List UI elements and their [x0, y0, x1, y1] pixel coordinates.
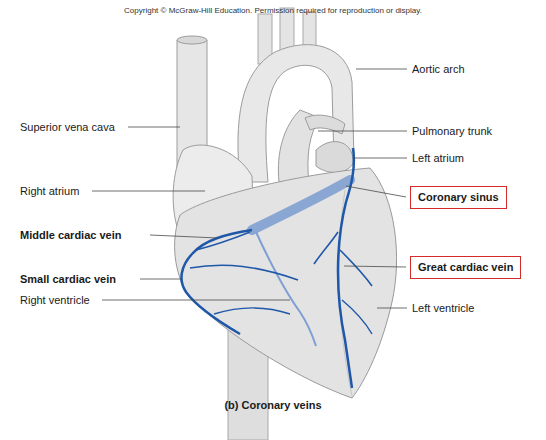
part-label: Middle cardiac vein — [20, 229, 121, 242]
left-atrium — [316, 142, 353, 173]
part-label: Right atrium — [20, 185, 79, 198]
leader-line — [344, 266, 406, 267]
vein-branch — [342, 300, 372, 334]
leader-line — [150, 235, 218, 238]
part-label: Right ventricle — [20, 294, 90, 307]
part-label: Left ventricle — [412, 302, 474, 315]
vein-branch — [340, 250, 372, 286]
part-label: Left atrium — [412, 152, 464, 165]
copyright-note: Copyright © McGraw-Hill Education. Permi… — [124, 6, 422, 16]
vessel-opening — [177, 36, 207, 44]
box-text: Coronary sinus — [418, 191, 499, 204]
vein-branch — [190, 265, 298, 280]
leader-line — [346, 186, 406, 197]
leader-line — [128, 127, 180, 128]
box-text: Great cardiac vein — [418, 261, 513, 274]
figure-caption: (b) Coronary veins — [224, 399, 321, 412]
small-cardiac-vein-vessel — [181, 230, 252, 334]
leader-line — [140, 279, 182, 280]
part-label: Pulmonary trunk — [412, 125, 492, 138]
ventricles — [175, 168, 397, 398]
part-label: Small cardiac vein — [20, 273, 116, 286]
leader-line — [353, 158, 407, 159]
leader-line — [102, 300, 290, 301]
leader-line — [356, 69, 407, 70]
coronary-sinus-vessel — [252, 180, 350, 230]
highlight-box: Great cardiac vein — [410, 256, 521, 279]
vein-branch — [196, 232, 250, 250]
vein-branch — [314, 232, 338, 264]
vein-branch — [214, 308, 290, 314]
highlight-box: Coronary sinus — [410, 186, 507, 209]
leader-line — [92, 191, 205, 192]
great-cardiac-vein-vessel — [338, 148, 354, 388]
part-label: Aortic arch — [412, 63, 465, 76]
part-label: Superior vena cava — [20, 121, 115, 134]
leader-line — [377, 308, 407, 309]
leader-line — [318, 131, 407, 132]
middle-cardiac-vein-vessel — [256, 232, 316, 346]
